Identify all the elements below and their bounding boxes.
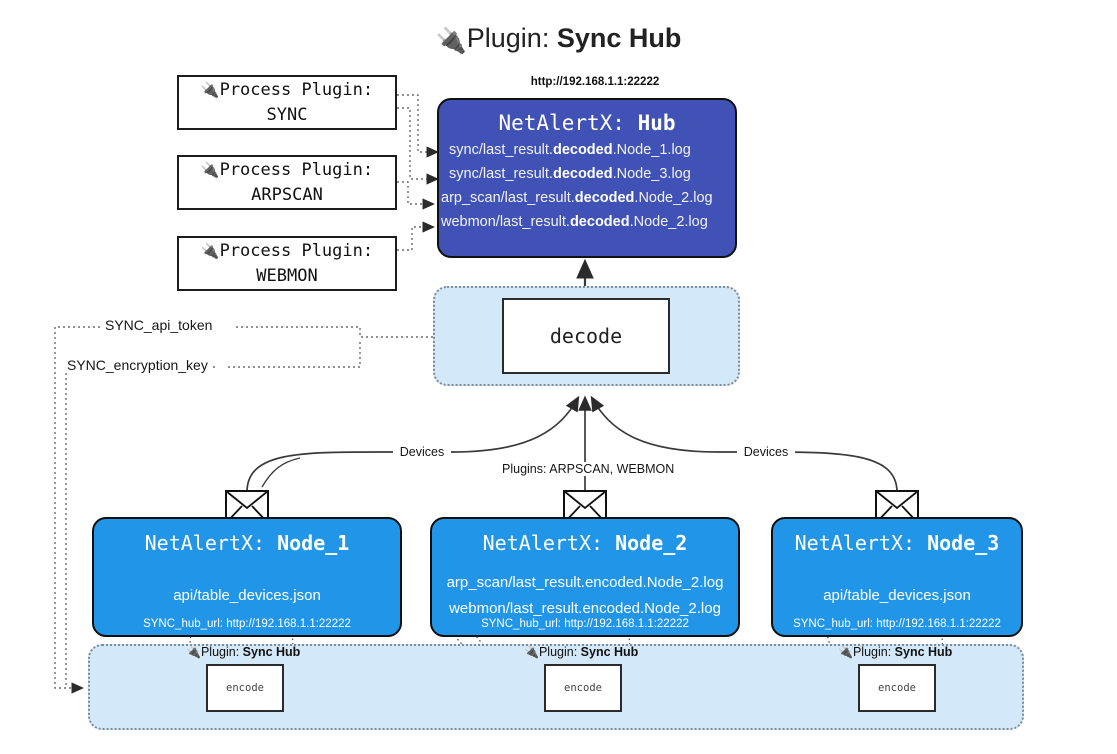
node-title-name: Node_2	[615, 531, 688, 555]
log-pre: arp_scan/last_result.	[441, 190, 575, 206]
node-title: NetAlertX: Node_1	[145, 529, 350, 557]
page-title-lead: Plugin:	[466, 23, 557, 53]
log-emphasis: decoded	[552, 142, 613, 158]
process-plugin-label: Process Plugin:	[219, 159, 374, 180]
hub-log-line: arp_scan/last_result.decoded.Node_2.log	[439, 186, 735, 210]
node-box-2[interactable]: NetAlertX: Node_2 arp_scan/last_result.e…	[430, 517, 740, 637]
plug-icon: 🔌	[186, 645, 201, 659]
log-pre: sync/last_result.	[449, 166, 553, 182]
node-footer: SYNC_hub_url: http://192.168.1.1:22222	[143, 618, 351, 630]
node-box-1[interactable]: NetAlertX: Node_1 api/table_devices.json…	[92, 517, 402, 637]
plug-icon: 🔌	[435, 27, 467, 55]
page-title: 🔌Plugin: Sync Hub	[0, 16, 1117, 61]
node-title-name: Node_3	[927, 531, 1000, 555]
log-emphasis: decoded	[552, 166, 613, 182]
plug-icon: 🔌	[200, 241, 220, 260]
plugin-name: Sync Hub	[580, 645, 639, 659]
encoder-plugin-label-3: 🔌Plugin: Sync Hub	[838, 645, 952, 659]
hub-log-line: webmon/last_result.decoded.Node_2.log	[439, 210, 735, 234]
node-footer: SYNC_hub_url: http://192.168.1.1:22222	[793, 618, 1001, 630]
hub-log-line: sync/last_result.decoded.Node_1.log	[439, 138, 735, 162]
edge-label-plugins-center: Plugins: ARPSCAN, WEBMON	[502, 462, 675, 476]
encoder-plugin-label-1: 🔌Plugin: Sync Hub	[186, 645, 300, 659]
process-plugin-label: Process Plugin:	[219, 79, 374, 100]
hub-log-line: sync/last_result.decoded.Node_3.log	[439, 162, 735, 186]
process-plugin-label: Process Plugin:	[219, 240, 374, 261]
encoder-plugin-label-2: 🔌Plugin: Sync Hub	[524, 645, 638, 659]
node-title-prefix: NetAlertX:	[482, 531, 616, 555]
encode-label: encode	[226, 682, 264, 694]
encode-label: encode	[564, 682, 602, 694]
edge-label-devices-left: Devices	[393, 445, 451, 459]
encode-box-3[interactable]: encode	[858, 664, 936, 712]
hub-box[interactable]: NetAlertX: Hub sync/last_result.decoded.…	[437, 98, 737, 258]
plug-icon: 🔌	[200, 80, 220, 99]
node-title-name: Node_1	[277, 531, 350, 555]
plugin-name: Sync Hub	[242, 645, 301, 659]
log-emphasis: decoded	[574, 190, 635, 206]
encode-box-2[interactable]: encode	[544, 664, 622, 712]
plugin-lead: Plugin:	[538, 645, 581, 659]
hub-url-label: http://192.168.1.1:22222	[530, 76, 660, 88]
log-post: .Node_3.log	[612, 166, 691, 182]
encode-box-1[interactable]: encode	[206, 664, 284, 712]
node-line: arp_scan/last_result.encoded.Node_2.log	[446, 574, 724, 591]
node-title: NetAlertX: Node_3	[795, 529, 1000, 557]
process-plugin-box-sync[interactable]: 🔌Process Plugin: SYNC	[177, 75, 397, 130]
hub-title-name: Hub	[637, 111, 676, 135]
node-title-prefix: NetAlertX:	[794, 531, 928, 555]
process-plugin-name: WEBMON	[256, 265, 318, 286]
plug-icon: 🔌	[200, 160, 220, 179]
node-footer: SYNC_hub_url: http://192.168.1.1:22222	[481, 618, 689, 630]
decode-box[interactable]: decode	[502, 298, 670, 374]
decode-label: decode	[549, 324, 623, 348]
plugin-name: Sync Hub	[894, 645, 953, 659]
hub-title: NetAlertX: Hub	[439, 108, 735, 138]
log-post: .Node_1.log	[612, 142, 691, 158]
log-pre: sync/last_result.	[449, 142, 553, 158]
node-title-prefix: NetAlertX:	[144, 531, 278, 555]
plugin-lead: Plugin:	[852, 645, 895, 659]
encode-label: encode	[878, 682, 916, 694]
node-title: NetAlertX: Node_2	[483, 529, 688, 557]
edge-label-devices-right: Devices	[737, 445, 795, 459]
node-box-3[interactable]: NetAlertX: Node_3 api/table_devices.json…	[771, 517, 1023, 637]
setting-encryption-key-label: SYNC_encryption_key	[64, 357, 211, 373]
node-line: webmon/last_result.encoded.Node_2.log	[449, 600, 721, 617]
log-post: .Node_2.log	[634, 190, 713, 206]
process-plugin-name: ARPSCAN	[251, 184, 323, 205]
log-post: .Node_2.log	[629, 214, 708, 230]
setting-api-token-label: SYNC_api_token	[102, 317, 216, 333]
plug-icon: 🔌	[524, 645, 539, 659]
log-pre: webmon/last_result.	[441, 214, 570, 230]
process-plugin-name: SYNC	[266, 104, 308, 125]
plug-icon: 🔌	[838, 645, 853, 659]
process-plugin-box-webmon[interactable]: 🔌Process Plugin: WEBMON	[177, 236, 397, 291]
node-line: api/table_devices.json	[823, 587, 971, 604]
log-emphasis: decoded	[569, 214, 630, 230]
page-title-name: Sync Hub	[556, 23, 682, 53]
hub-title-prefix: NetAlertX:	[498, 111, 638, 135]
plugin-lead: Plugin:	[200, 645, 243, 659]
node-line: api/table_devices.json	[173, 587, 321, 604]
process-plugin-box-arpscan[interactable]: 🔌Process Plugin: ARPSCAN	[177, 155, 397, 210]
